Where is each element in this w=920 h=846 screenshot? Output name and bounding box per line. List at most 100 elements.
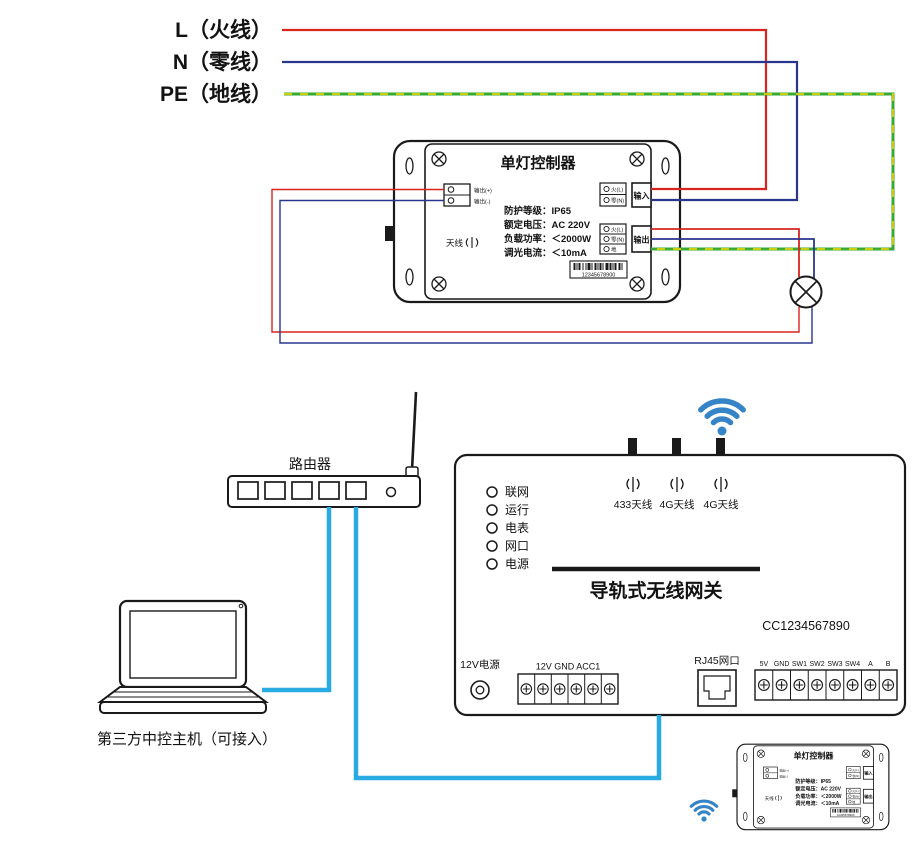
led-indicator-icon (486, 558, 498, 570)
screw-icon (431, 151, 645, 292)
wifi-icon (698, 398, 746, 436)
gateway-body (453, 453, 907, 717)
led-indicator-icon (486, 486, 498, 498)
wifi-dot-icon (717, 426, 727, 436)
earth-line-label: PE（地线） (160, 82, 272, 106)
ethernet-port-icon (345, 481, 367, 500)
gateway: 联网 运行 电表 网口 电源 433天线 4G天线 4G天线 导轨式无线网关 C… (453, 438, 907, 717)
rj45-notch-icon (703, 675, 731, 700)
live-line-label: L（火线） (175, 18, 272, 42)
mount-slot-icon (405, 157, 414, 175)
laptop-router-cable (262, 507, 332, 693)
block2-label: B (886, 661, 891, 668)
wifi-dot-icon (701, 816, 707, 822)
led-indicator-icon (486, 504, 498, 516)
neutral-line-label: N（零线） (173, 50, 272, 74)
antenna-icon (626, 477, 728, 492)
antenna-stub-icon (716, 438, 725, 456)
screw-terminal-icon (603, 185, 610, 193)
screw-terminals (757, 679, 895, 691)
block1-label: 12V GND ACC1 (536, 662, 601, 672)
block2-label: SW4 (845, 661, 860, 668)
led-indicator-icon (486, 522, 498, 534)
router-gateway-cable (353, 507, 662, 781)
spec-line: 负载功率：＜2000W (504, 233, 591, 245)
screw-terminal-icon (447, 197, 455, 204)
block2-label: SW2 (810, 661, 825, 668)
wifi-icon-small (689, 799, 719, 822)
led-indicator-icon (486, 540, 498, 552)
output-terminal-label: 火(L) (611, 228, 623, 234)
terminal-dividers (534, 674, 602, 704)
neutral-wire (282, 60, 799, 202)
network-cables (262, 507, 662, 781)
router-label: 路由器 (289, 456, 331, 472)
gateway-code: CC1234567890 (762, 619, 850, 633)
ethernet-port-icon (237, 481, 259, 500)
block2-label: GND (774, 661, 790, 668)
output-terminal-label: 地 (611, 246, 617, 254)
mini-controller (730, 742, 891, 832)
barcode-number: 12345678900 (582, 273, 616, 279)
rj45-label: RJ45网口 (694, 655, 740, 667)
controller-lid (424, 143, 652, 300)
antenna-label: 天线 (446, 238, 464, 248)
live-wire (282, 28, 768, 191)
laptop: 第三方中控主机（可接入） (97, 599, 277, 748)
mount-slot-icon (661, 157, 670, 175)
ethernet-port-icon (291, 481, 313, 500)
input-terminal-label: 火(L) (611, 188, 623, 194)
antenna-stub-icon (672, 438, 681, 456)
keyboard-lines (108, 691, 258, 698)
screw-terminal-icon (603, 196, 610, 204)
lamp (789, 275, 823, 309)
laptop-screen (129, 610, 237, 679)
laptop-screen-frame (118, 599, 248, 689)
block2-label: SW1 (792, 661, 807, 668)
router-antenna-icon (410, 391, 418, 471)
wifi-arcs-icon (689, 799, 719, 816)
lamp-neutral-wire (651, 238, 815, 278)
indicator-label: 电表 (505, 521, 529, 535)
input-terminal-label: 零(N) (611, 198, 624, 205)
screw-terminal-icon (603, 235, 610, 243)
output-tag-label: 输出 (634, 235, 650, 245)
router-body (227, 475, 421, 508)
lamp-live-wire (651, 228, 800, 277)
antenna-icon (465, 237, 479, 248)
spec-line: 调光电流：＜10mA (504, 247, 587, 259)
spec-line: 额定电压：AC 220V (504, 219, 591, 231)
dim-terminal-label: 输出(-) (474, 198, 491, 206)
power-wires (271, 28, 895, 344)
indicator-label: 电源 (505, 557, 529, 571)
router-power-port-icon (385, 486, 397, 498)
wifi-arcs-icon (698, 398, 746, 426)
laptop-base (99, 701, 267, 714)
single-lamp-controller: 单灯控制器 输出(+) 输出(-) 天线 防护等级：IP65 额定电压：AC 2… (385, 139, 682, 304)
screw-terminal-icon (447, 186, 455, 193)
screw-terminals (520, 683, 616, 695)
antenna-stub-icon (628, 438, 637, 456)
mount-slot-icon (405, 268, 414, 286)
screw-terminal-icon (603, 245, 610, 253)
antenna-label: 433天线 (614, 498, 653, 511)
dim-plus-wire (271, 188, 800, 333)
indicator-label: 联网 (505, 485, 529, 499)
row-dividers (600, 233, 626, 245)
router: 路由器 (227, 391, 421, 508)
block2-label: A (868, 661, 873, 668)
laptop-label: 第三方中控主机（可接入） (97, 730, 277, 748)
block2-label: 5V (760, 661, 769, 668)
lamp-cross-icon (794, 280, 818, 304)
antenna-label: 4G天线 (659, 498, 695, 511)
ethernet-port-icon (318, 481, 340, 500)
block2-label: SW3 (827, 661, 842, 668)
gateway-title: 导轨式无线网关 (589, 579, 722, 602)
mount-slot-icon (661, 268, 670, 286)
controller-title: 单灯控制器 (500, 154, 576, 172)
terminal-dividers (772, 670, 880, 700)
dc-jack-pin-icon (475, 685, 485, 695)
dc-jack-icon (470, 680, 490, 700)
spec-line: 防护等级：IP65 (504, 205, 572, 217)
